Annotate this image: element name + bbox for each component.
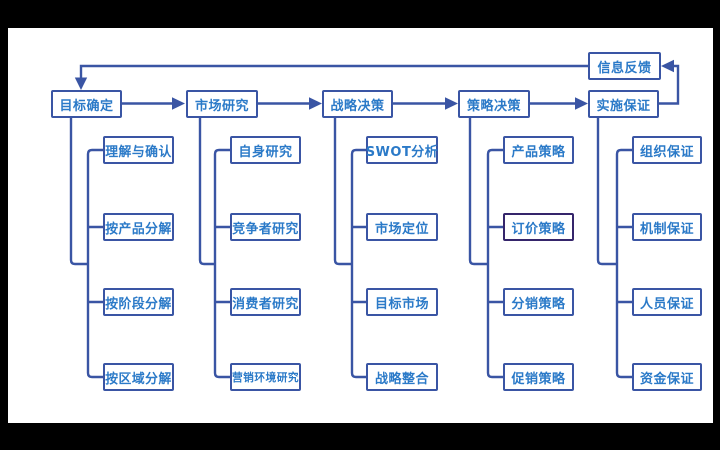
sub-node: 战略整合: [366, 363, 438, 391]
node-label: 按区域分解: [105, 371, 172, 387]
node-label: 实施保证: [596, 98, 651, 114]
column-connector: [333, 116, 366, 379]
node-tactics-decision: 策略决策: [458, 90, 530, 118]
sub-node: 理解与确认: [103, 136, 174, 164]
node-label: 市场定位: [374, 221, 429, 237]
column-connector: [69, 116, 103, 379]
sub-node: 竞争者研究: [230, 213, 301, 241]
sub-node-highlighted: 订价策略: [503, 213, 574, 241]
node-label: 目标确定: [59, 98, 114, 114]
column-connector: [468, 116, 503, 379]
arrowhead-icon: [309, 97, 322, 110]
sub-node: 促销策略: [503, 363, 574, 391]
sub-node: 按阶段分解: [103, 288, 174, 316]
node-label: 营销环境研究: [231, 370, 300, 384]
sub-node: 按区域分解: [103, 363, 174, 391]
node-label: 人员保证: [639, 296, 694, 312]
node-label: SWOT分析: [365, 144, 439, 160]
sub-node: 营销环境研究: [230, 363, 301, 391]
arrowhead-icon: [172, 97, 185, 110]
node-implementation-guarantee: 实施保证: [588, 90, 659, 118]
node-label: 战略决策: [330, 98, 385, 114]
arrowhead-icon: [74, 77, 88, 90]
sub-node: 分销策略: [503, 288, 574, 316]
node-label: 自身研究: [238, 144, 293, 160]
node-label: 策略决策: [466, 98, 521, 114]
node-label: 分销策略: [511, 296, 566, 312]
node-goal-setting: 目标确定: [51, 90, 122, 118]
node-market-research: 市场研究: [186, 90, 258, 118]
sub-node: 按产品分解: [103, 213, 174, 241]
node-info-feedback: 信息反馈: [588, 52, 661, 80]
node-label: 订价策略: [511, 221, 566, 237]
arrowhead-icon: [661, 59, 674, 73]
sub-node: SWOT分析: [366, 136, 438, 164]
sub-node: 机制保证: [632, 213, 702, 241]
node-label: 信息反馈: [597, 60, 652, 76]
sub-node: 资金保证: [632, 363, 702, 391]
sub-node: 目标市场: [366, 288, 438, 316]
sub-node: 市场定位: [366, 213, 438, 241]
node-strategy-decision: 战略决策: [322, 90, 393, 118]
node-label: 机制保证: [639, 221, 694, 237]
sub-node: 自身研究: [230, 136, 301, 164]
sub-node: 人员保证: [632, 288, 702, 316]
arrowhead-icon: [575, 97, 588, 110]
sub-node: 组织保证: [632, 136, 702, 164]
sub-node: 产品策略: [503, 136, 574, 164]
node-label: 按阶段分解: [105, 296, 172, 312]
node-label: 理解与确认: [105, 144, 172, 160]
node-label: 促销策略: [511, 371, 566, 387]
node-label: 目标市场: [374, 296, 429, 312]
node-label: 资金保证: [639, 371, 694, 387]
column-connector: [198, 116, 230, 379]
node-label: 产品策略: [511, 144, 566, 160]
node-label: 市场研究: [194, 98, 249, 114]
arrowhead-icon: [445, 97, 458, 110]
node-label: 按产品分解: [105, 221, 172, 237]
node-label: 战略整合: [374, 371, 429, 387]
node-label: 消费者研究: [232, 296, 299, 312]
sub-node: 消费者研究: [230, 288, 301, 316]
node-label: 竞争者研究: [232, 221, 299, 237]
feedback-arrow-line: [79, 64, 680, 105]
node-label: 组织保证: [639, 144, 694, 160]
column-connector: [596, 116, 632, 379]
